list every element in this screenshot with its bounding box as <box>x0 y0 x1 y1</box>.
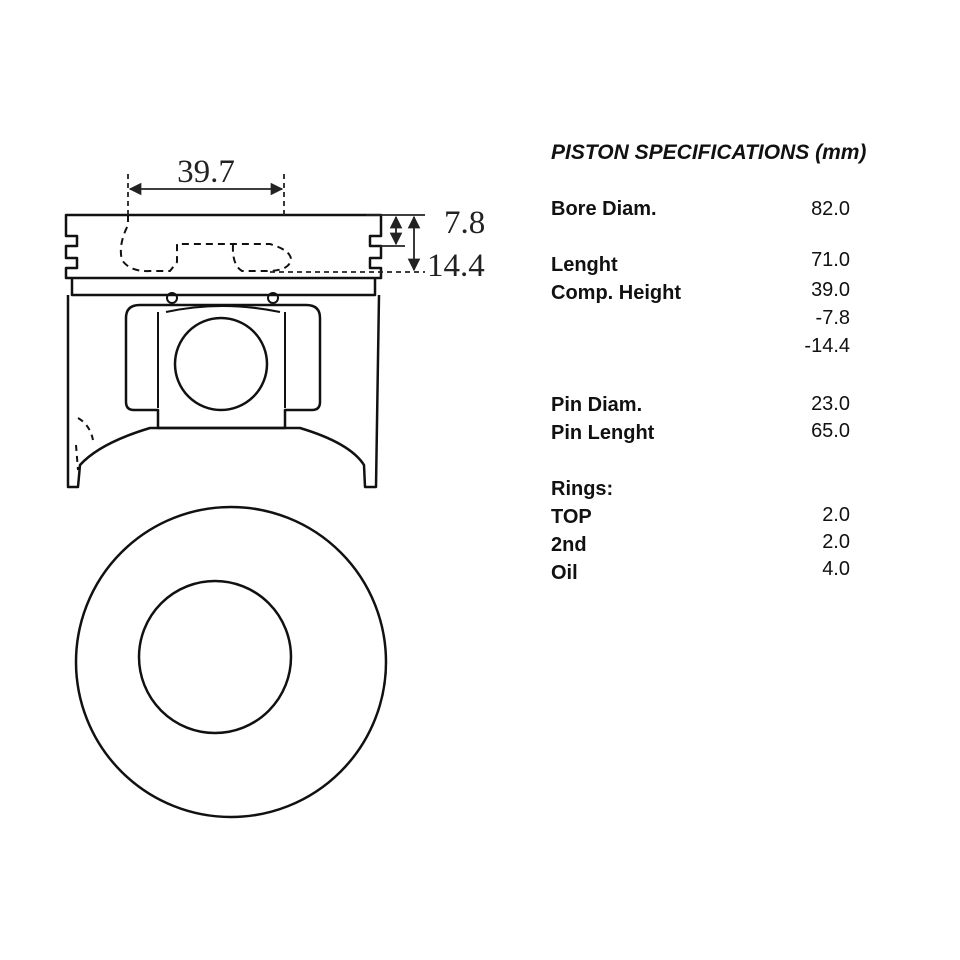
comp-height-value-3: -14.4 <box>804 335 850 357</box>
piston-bowl-inner-circle <box>137 579 293 735</box>
comp-height-label: Comp. Height <box>551 282 681 304</box>
dim-ring-depth-2-label: 14.4 <box>427 248 485 284</box>
piston-crown-outer-circle <box>74 505 388 819</box>
pin-length-value: 65.0 <box>811 420 850 442</box>
comp-height-value: 39.0 <box>811 279 850 301</box>
ring-oil-label: Oil <box>551 562 578 584</box>
dim-crown-width-label: 39.7 <box>177 154 235 190</box>
pin-boss-outline <box>124 303 322 430</box>
skirt-relief-hidden <box>75 417 94 471</box>
ring-oil-value: 4.0 <box>822 558 850 580</box>
pin-length-label: Pin Lenght <box>551 422 655 444</box>
ring-top-label: TOP <box>551 506 592 528</box>
combustion-bowl-hidden <box>119 215 292 273</box>
bore-diam-label: Bore Diam. <box>551 198 657 220</box>
pin-diam-value: 23.0 <box>811 393 850 415</box>
comp-height-value-2: -7.8 <box>815 307 850 329</box>
pin-boss-inner <box>157 305 286 408</box>
oil-hole-left <box>166 292 178 304</box>
piston-top-view <box>74 505 388 819</box>
piston-skirt-outline <box>66 294 381 489</box>
rings-label: Rings: <box>551 478 614 500</box>
bore-diam-value: 82.0 <box>811 198 850 220</box>
oil-ring-band <box>70 278 377 297</box>
piston-head-outline <box>64 213 383 280</box>
length-value: 71.0 <box>811 249 850 271</box>
oil-hole-right <box>267 292 279 304</box>
ring-2nd-label: 2nd <box>551 534 587 556</box>
length-label: Lenght <box>551 254 618 276</box>
pin-diam-label: Pin Diam. <box>551 394 643 416</box>
dimension-lines <box>127 174 425 273</box>
ring-top-value: 2.0 <box>822 504 850 526</box>
specs-title: PISTON SPECIFICATIONS (mm) <box>551 141 867 164</box>
piston-side-view <box>64 213 383 489</box>
piston-pin-circle <box>173 316 269 412</box>
dim-ring-depth-1-label: 7.8 <box>444 205 485 241</box>
ring-2nd-value: 2.0 <box>822 531 850 553</box>
